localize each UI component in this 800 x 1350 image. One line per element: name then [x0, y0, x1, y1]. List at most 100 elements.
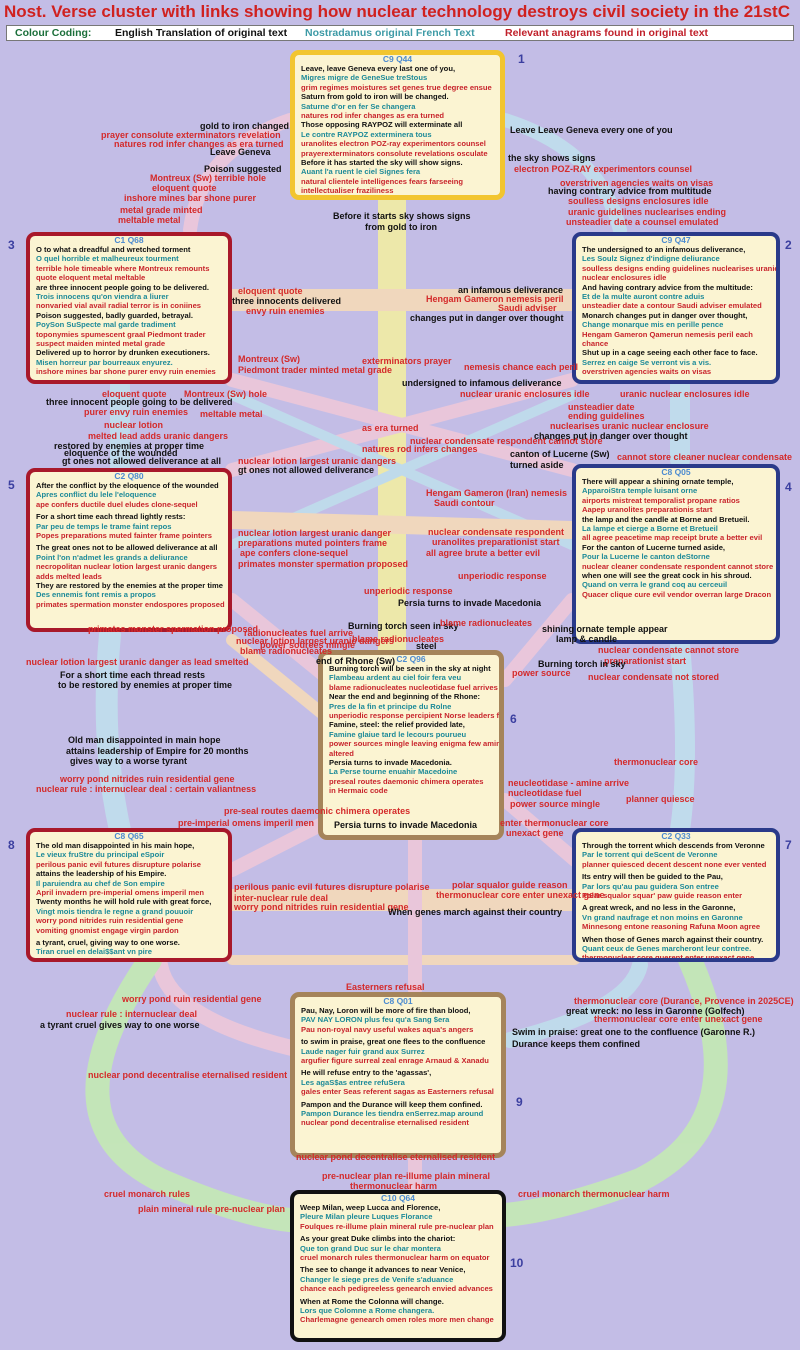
- link-6-7: [498, 793, 582, 867]
- french-line: Le contre RAYPOZ exterminera tous: [301, 129, 432, 139]
- link-label: nuclear lotion largest uranic danger as …: [26, 657, 249, 667]
- english-line: Its entry will then be guided to the Pau…: [582, 872, 723, 882]
- english-line: He will refuse entry to the 'agassas',: [301, 1068, 432, 1078]
- english-line: As your great Duke climbs into the chari…: [300, 1234, 456, 1244]
- english-line: There will appear a shining ornate templ…: [582, 477, 734, 486]
- french-line: Famine glaiue tard le lecours pourueu: [329, 729, 467, 739]
- link-5-4: [223, 511, 581, 539]
- anagram-line: chance: [582, 339, 609, 349]
- link-6-8: [225, 813, 337, 877]
- link-label: great wreck: no less in Garonne (Golfech…: [566, 1006, 745, 1016]
- english-line: Delivered up to horror by drunken execut…: [36, 348, 210, 358]
- french-line: Changer le siege pres de Venife s'aduanc…: [300, 1274, 454, 1284]
- verse-number: 10: [510, 1256, 524, 1270]
- english-line: For the canton of Lucerne turned aside,: [582, 542, 726, 552]
- link-label: thermonuclear core (Durance, Provence in…: [574, 996, 794, 1006]
- english-line: The old man disappointed in his main hop…: [36, 841, 195, 850]
- link-label: three innocents delivered: [232, 296, 342, 306]
- english-line: when one will see the great cock in his …: [582, 571, 752, 581]
- french-line: Point l'on n'admet les grands a deliuran…: [36, 552, 188, 562]
- link-label: attains leadership of Empire for 20 mont…: [66, 746, 249, 756]
- anagram-line: thermonuclear core querent enter unexact…: [582, 953, 755, 962]
- link-label: Saudi adviser: [498, 303, 557, 313]
- link-label: nuclear rule : internuclear deal: [66, 1009, 198, 1019]
- link-label: thermonuclear core enter unexact gene: [436, 890, 605, 900]
- link-label: unsteadier date a counsel emulated: [566, 217, 719, 227]
- link-label: nuclear uranic enclosures idle: [460, 389, 590, 399]
- link-label: nucleotidase fuel: [508, 788, 582, 798]
- anagram-line: grim regimes moistures set genes true de…: [301, 82, 492, 92]
- link-label: prayer consolute exterminators revelatio…: [101, 130, 281, 140]
- anagram-line: nuclear pond decentralise eternalised re…: [301, 1118, 469, 1128]
- english-line: Pau, Nay, Loron will be more of fire tha…: [301, 1006, 471, 1015]
- link-label: nuclear condensate not stored: [588, 672, 720, 682]
- anagram-line: uranolites electron POZ-ray experimentor…: [301, 139, 486, 149]
- anagram-line: preseal routes daemonic chimera operates: [329, 776, 484, 786]
- link-label: the sky shows signs: [508, 153, 596, 163]
- english-line: are three innocent people going to be de…: [36, 282, 209, 292]
- link-7-10: [493, 948, 728, 1227]
- link-label: pre-imperial omens imperil men: [178, 818, 315, 828]
- link-label: Piedmont trader minted metal grade: [238, 365, 393, 375]
- link-label: polar squalor guide reason: [452, 880, 568, 890]
- link-label: shining ornate temple appear: [542, 624, 668, 634]
- link-label: eloquent quote: [238, 286, 303, 296]
- link-label: neucleotidase - amine arrive: [508, 778, 630, 788]
- link-label: eloquent quote: [102, 389, 167, 399]
- link-label: uranolites preparationist start: [432, 537, 560, 547]
- anagram-line: perilous panic evil futures disrupture p…: [36, 859, 201, 869]
- link-label: nuclear lotion largest uranic danger: [238, 528, 392, 538]
- link-label: thermonuclear core: [614, 757, 699, 767]
- link-label: Persia turns to invade Macedonia: [398, 598, 542, 608]
- link-label: Durance keeps them confined: [512, 1039, 641, 1049]
- link-label: worry pond nitrides ruin residential gen…: [234, 902, 409, 912]
- anagram-line: planner quiesced decent descent none eve…: [582, 859, 767, 869]
- english-line: Persia turns to invade Macedonia.: [329, 758, 452, 768]
- link-label: unperiodic response: [458, 571, 547, 581]
- french-line: Laude nager fuir grand aux Surrez: [301, 1046, 425, 1056]
- link-label: eloquent quote: [152, 183, 217, 193]
- english-line: Pampon and the Durance will keep them co…: [301, 1099, 483, 1109]
- link-7-9: [502, 957, 648, 1048]
- english-line: Leave, leave Geneva every last one of yo…: [301, 64, 456, 73]
- legend-french: Nostradamus original French Text: [305, 27, 475, 39]
- english-line: Twenty months he will hold rule with gre…: [36, 897, 212, 907]
- link-label: nuclearises uranic nuclear enclosure: [550, 421, 709, 431]
- link-label: unsteadier date: [568, 402, 635, 412]
- page-title: Nost. Verse cluster with links showing h…: [4, 2, 790, 21]
- link-label: three innocent people going to be delive…: [46, 397, 233, 407]
- link-label: as era turned: [362, 423, 419, 433]
- anagram-line: inshore mines bar shone purer envy ruin …: [36, 367, 216, 377]
- legend-anagrams: Relevant anagrams found in original text: [505, 27, 709, 39]
- link-2-5: [225, 373, 579, 477]
- link-label: natures rod infer changes as era turned: [114, 139, 284, 149]
- anagram-line: worry pond nitrides ruin residential gen…: [36, 916, 184, 926]
- anagram-line: nuclear rule internuclear deal certain v…: [36, 956, 213, 962]
- anagram-line: nuclear enclosures idle: [582, 273, 667, 283]
- french-line: Apres conflict du lele l'eloquence: [36, 490, 157, 500]
- english-line: to swim in praise, great one flees to th…: [301, 1037, 486, 1047]
- french-line: Auant l'a ruent le ciel Signes fera: [301, 167, 421, 177]
- verse-reference: C8 Q65: [114, 831, 144, 841]
- french-line: Pampon Durance les tiendra enSerrez.map …: [301, 1109, 484, 1119]
- link-label: gt ones not allowed deliverance at all: [62, 456, 222, 466]
- link-label: thermonuclear harm: [350, 1181, 438, 1191]
- link-label: nuclear condensate respondent: [428, 527, 565, 537]
- link-4-7: [670, 635, 695, 840]
- anagram-line: Quacer clique cure evil vendor overran l…: [582, 589, 772, 599]
- anagram-line: primates spermation monster endospores p…: [36, 599, 225, 609]
- anagram-line: Polar squalor squar' paw guide reason en…: [582, 891, 743, 901]
- english-line: After the conflict by the eloquence of t…: [36, 481, 219, 490]
- colour-legend: Colour Coding: English Translation of or…: [6, 25, 794, 41]
- french-line: Le vieux fruStre du principal eSpoir: [36, 850, 165, 860]
- anagram-line: vomiting gnomist engage virgin pardon: [36, 925, 179, 935]
- link-1-2: [498, 113, 627, 237]
- link-label: electron POZ-RAY experimentors counsel: [514, 164, 693, 174]
- link-label: Montreux (Sw): [238, 354, 300, 364]
- link-label: cruel monarch thermonuclear harm: [518, 1189, 670, 1199]
- link-label: having contrary advice from multitude: [548, 186, 712, 196]
- link-label: a tyrant cruel gives way to one worse: [40, 1020, 200, 1030]
